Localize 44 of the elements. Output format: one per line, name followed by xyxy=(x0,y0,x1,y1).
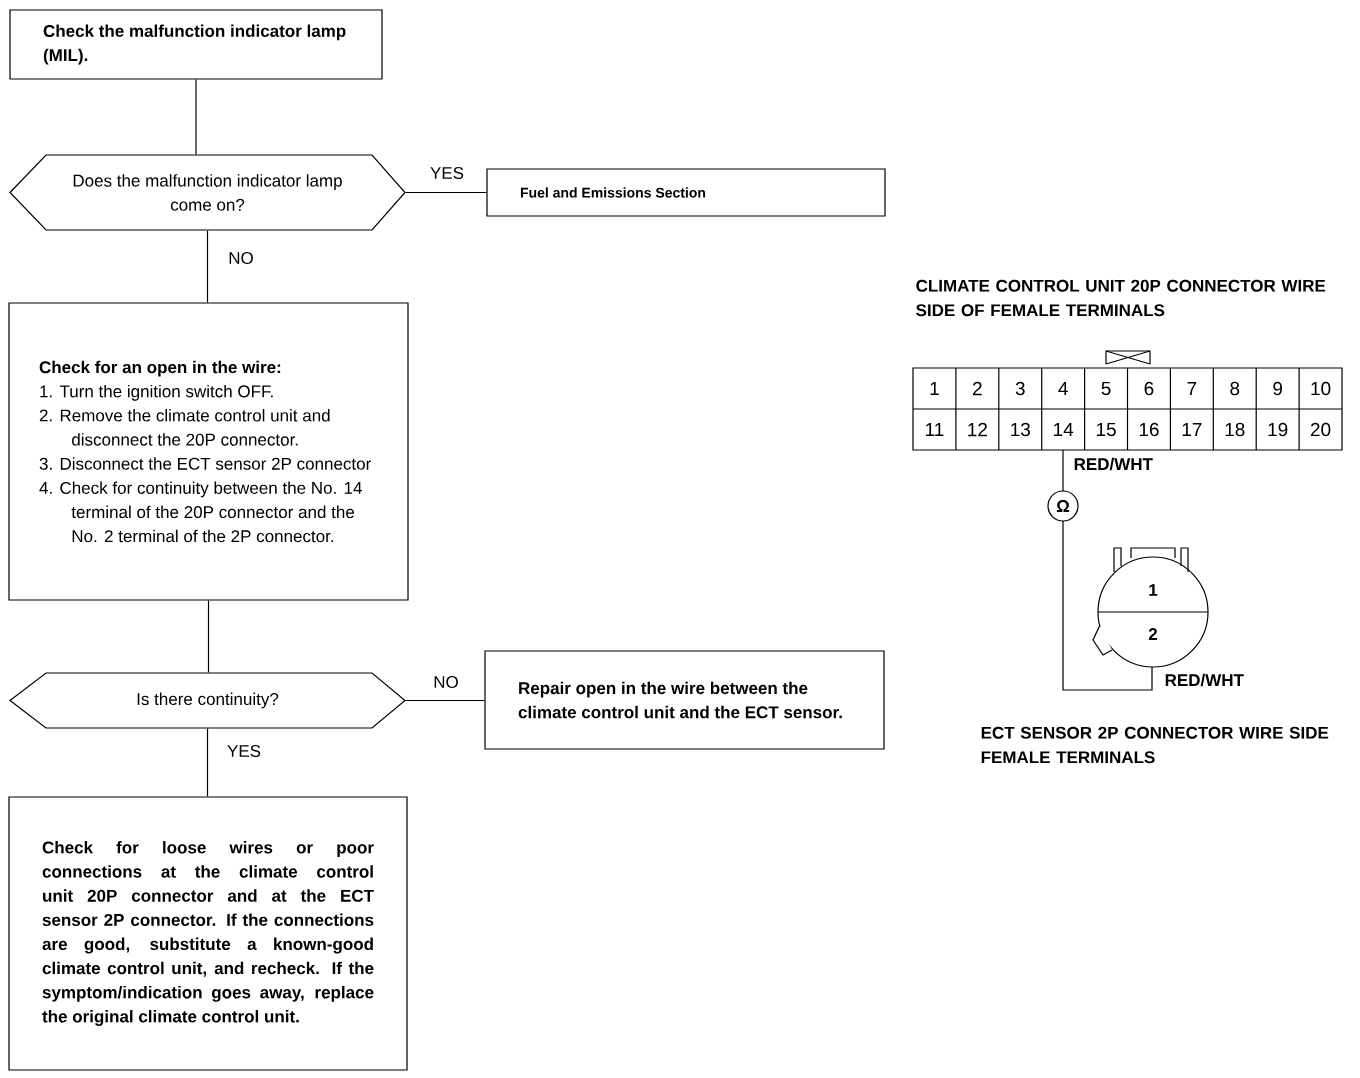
pin-number: 4 xyxy=(1058,381,1068,396)
process-box: Check for an open in the wire: 1. Turn the ignition switch OFF. 2. Remove the climate control unit and disconnect the 20P connector. 3. Disconnect the ECT sensor 2P connector 4. Check for continuity between the No. 14 terminal of the 20P connector and the No. 2 terminal of the 2P connector. xyxy=(8,302,409,601)
pin-number: 1 xyxy=(930,381,939,396)
decision-hexagon: Is there continuity? xyxy=(9,672,406,729)
pin-number: 18 xyxy=(1225,422,1245,437)
process-box: Check the malfunction indicator lamp (MIL). xyxy=(9,9,383,80)
connector-title: ECT SENSOR 2P CONNECTOR WIRE SIDE FEMALE TERMINALS xyxy=(981,726,1329,764)
pin-number: 14 xyxy=(1054,422,1074,437)
decision-hexagon: Does the malfunction indicator lamp come on? xyxy=(9,154,406,231)
wire-color-label: RED/WHT xyxy=(1074,457,1153,471)
pin-number: 11 xyxy=(926,422,944,437)
pin-number: 8 xyxy=(1230,381,1240,396)
pin-number: 20 xyxy=(1310,422,1331,437)
pin-number: 9 xyxy=(1273,381,1283,396)
pin-number: 15 xyxy=(1096,422,1116,437)
edge-label: YES xyxy=(429,166,465,180)
pin-number: 13 xyxy=(1011,422,1030,437)
pin-number: 10 xyxy=(1311,381,1331,396)
pin-number: 1 xyxy=(1149,584,1158,596)
connector-line xyxy=(207,600,210,673)
process-box: Repair open in the wire between the climate control unit and the ECT sensor. xyxy=(484,650,885,750)
pin-number: 16 xyxy=(1139,422,1159,437)
connector-line xyxy=(405,699,485,702)
wire-color-label: RED/WHT xyxy=(1165,673,1244,687)
connector-line xyxy=(206,728,209,797)
pin-number: 17 xyxy=(1182,422,1202,437)
connector-title: CLIMATE CONTROL UNIT 20P CONNECTOR WIRE SIDE OF FEMALE TERMINALS xyxy=(916,279,1326,317)
connector-line xyxy=(405,191,487,194)
pin-number: 12 xyxy=(968,422,987,437)
process-box: Check for loose wires or poor connections at the climate control unit 20P connector and at the ECT sensor 2P connector. If the connections are good, substitute a known-good climate control unit, and recheck. If the symptom/indication goes away, replace the original climate control unit. xyxy=(8,796,408,1071)
pin-number: 5 xyxy=(1101,381,1111,396)
pin-number: 6 xyxy=(1144,381,1154,396)
edge-label: NO xyxy=(227,251,255,265)
ohmmeter-symbol: Ω xyxy=(1056,500,1070,512)
edge-label: YES xyxy=(226,744,262,758)
connector-line xyxy=(195,79,197,155)
process-box: Fuel and Emissions Section xyxy=(486,168,886,217)
pin-number: 3 xyxy=(1015,381,1025,396)
edge-label: NO xyxy=(432,675,460,689)
pin-number: 19 xyxy=(1268,422,1288,437)
pin-number: 2 xyxy=(1148,628,1158,640)
pin-number: 7 xyxy=(1187,381,1197,396)
connector-line xyxy=(206,230,209,303)
pin-number: 2 xyxy=(973,381,982,396)
